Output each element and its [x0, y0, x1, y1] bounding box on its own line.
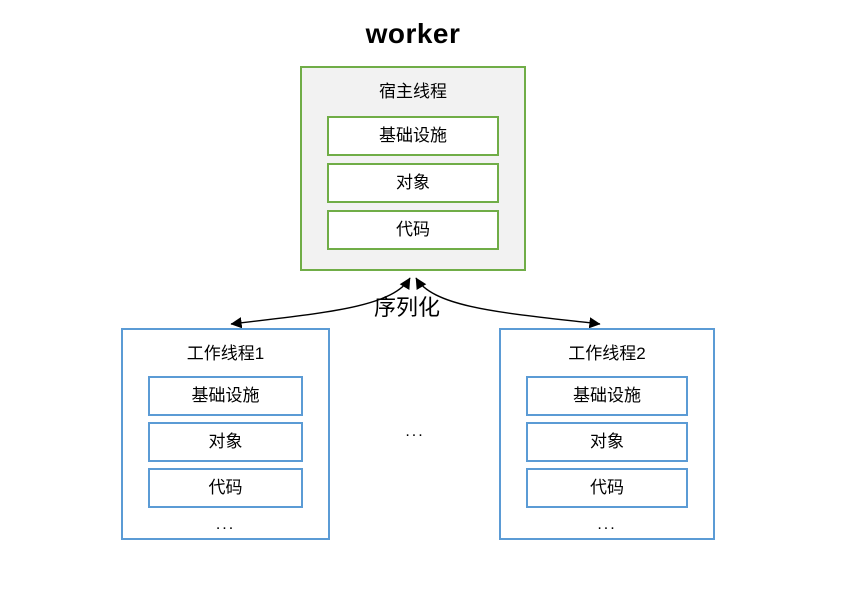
- worker2-more-ellipsis: ...: [597, 516, 617, 533]
- worker2-item-infrastructure: 基础设施: [526, 376, 688, 416]
- worker1-item-code: 代码: [148, 468, 303, 508]
- worker2-item-code: 代码: [526, 468, 688, 508]
- host-thread-box: 宿主线程 基础设施 对象 代码: [300, 66, 526, 271]
- worker-thread-2-title: 工作线程2: [568, 344, 646, 363]
- worker2-item-objects: 对象: [526, 422, 688, 462]
- workers-ellipsis: ...: [405, 423, 425, 440]
- worker-thread-1-box: 工作线程1 基础设施 对象 代码 ...: [121, 328, 330, 540]
- host-thread-title: 宿主线程: [379, 82, 447, 101]
- host-item-infrastructure: 基础设施: [327, 116, 499, 156]
- worker-thread-2-box: 工作线程2 基础设施 对象 代码 ...: [499, 328, 715, 540]
- worker1-more-ellipsis: ...: [215, 516, 236, 533]
- host-item-code: 代码: [327, 210, 499, 250]
- serialization-label: 序列化: [373, 295, 440, 320]
- worker1-item-objects: 对象: [148, 422, 303, 462]
- worker1-item-infrastructure: 基础设施: [148, 376, 303, 416]
- worker-thread-1-title: 工作线程1: [186, 344, 265, 363]
- host-item-objects: 对象: [327, 163, 499, 203]
- page-title: worker: [365, 18, 461, 49]
